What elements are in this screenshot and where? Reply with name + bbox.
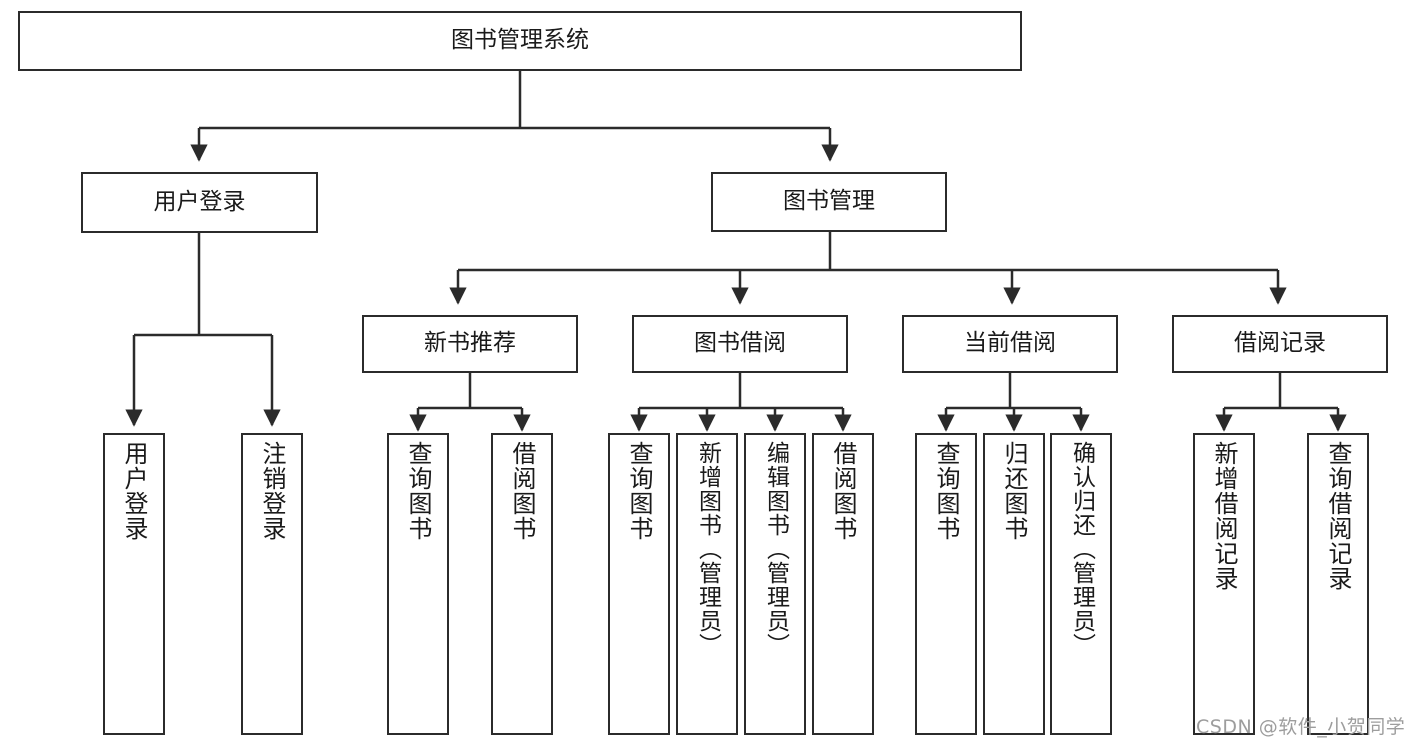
node-borrow-record[interactable]: 借阅记录 [1172,315,1388,373]
node-current-borrow[interactable]: 当前借阅 [902,315,1118,373]
leaf-borrow-edit-book-admin[interactable]: 编辑图书（管理员） [744,433,806,735]
node-label: 当前借阅 [964,330,1056,357]
node-label: 用户登录 [120,441,148,541]
node-label: 图书管理 [783,188,875,215]
node-label: 确认归还（管理员） [1068,441,1095,657]
leaf-current-query-book[interactable]: 查询图书 [915,433,977,735]
node-user-login[interactable]: 用户登录 [81,172,318,233]
node-label: 归还图书 [1000,441,1028,541]
csdn-watermark: CSDN @软件_小贺同学 [1196,716,1405,738]
node-label: 图书借阅 [694,330,786,357]
node-new-book-recommend[interactable]: 新书推荐 [362,315,578,373]
leaf-current-confirm-return-admin[interactable]: 确认归还（管理员） [1050,433,1112,735]
leaf-record-add-record[interactable]: 新增借阅记录 [1193,433,1255,735]
node-label: 查询借阅记录 [1324,441,1352,591]
leaf-recommend-borrow-book[interactable]: 借阅图书 [491,433,553,735]
leaf-borrow-add-book-admin[interactable]: 新增图书（管理员） [676,433,738,735]
node-book-borrow[interactable]: 图书借阅 [632,315,848,373]
node-label: 图书管理系统 [451,27,589,54]
node-label: 借阅记录 [1234,330,1326,357]
node-label: 新增借阅记录 [1210,441,1238,591]
node-label: 新书推荐 [424,330,516,357]
leaf-record-query-record[interactable]: 查询借阅记录 [1307,433,1369,735]
leaf-user-login-logout[interactable]: 注销登录 [241,433,303,735]
leaf-recommend-query-book[interactable]: 查询图书 [387,433,449,735]
node-label: 新增图书（管理员） [694,441,721,657]
leaf-borrow-borrow-book[interactable]: 借阅图书 [812,433,874,735]
node-label: 借阅图书 [829,441,857,541]
node-root-system[interactable]: 图书管理系统 [18,11,1022,71]
node-label: 查询图书 [932,441,960,541]
node-label: 借阅图书 [508,441,536,541]
leaf-current-return-book[interactable]: 归还图书 [983,433,1045,735]
leaf-borrow-query-book[interactable]: 查询图书 [608,433,670,735]
node-label: 编辑图书（管理员） [762,441,789,657]
node-label: 查询图书 [404,441,432,541]
node-label: 用户登录 [153,188,246,215]
leaf-user-login-login[interactable]: 用户登录 [103,433,165,735]
node-book-management[interactable]: 图书管理 [711,172,947,232]
node-label: 查询图书 [625,441,653,541]
node-label: 注销登录 [258,441,286,541]
